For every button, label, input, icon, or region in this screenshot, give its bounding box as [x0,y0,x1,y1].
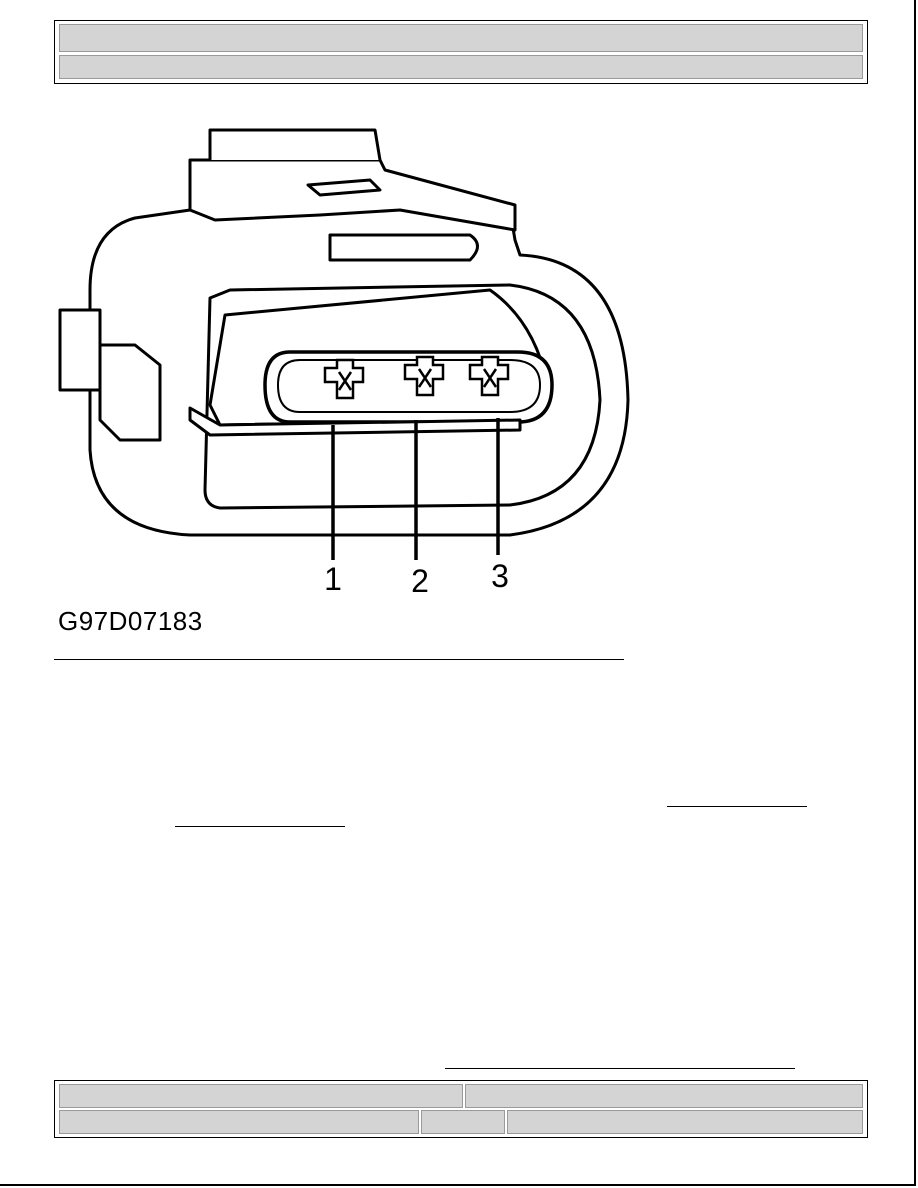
header-row-2 [59,55,863,79]
pin-1-label: 1 [324,561,342,597]
header-row-1 [59,24,863,52]
footer-table [54,1080,868,1138]
connector-figure: 1 2 3 [40,120,640,620]
figure-divider [54,659,624,660]
footer-left-top [59,1084,463,1108]
figure-id: G97D07183 [58,606,203,636]
header-table [54,20,868,84]
link-underline-1[interactable] [667,806,807,807]
connector-illustration: 1 2 3 [58,128,630,599]
pin-3-label: 3 [491,558,509,594]
link-underline-2[interactable] [175,826,345,827]
footer-right-bottom [507,1110,863,1134]
link-underline-3[interactable] [445,1068,795,1069]
pin-2-label: 2 [411,563,429,599]
footer-right-top [465,1084,863,1108]
footer-left-bottom [59,1110,419,1134]
footer-mid-bottom [421,1110,505,1134]
